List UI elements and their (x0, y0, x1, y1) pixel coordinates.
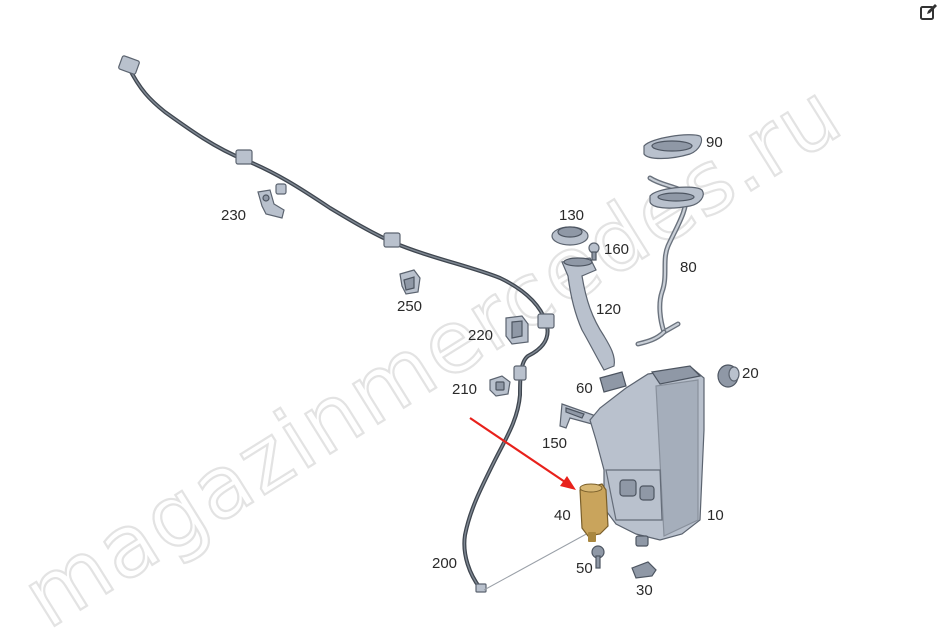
part-150-bracket[interactable] (559, 403, 597, 429)
part-120-filler-neck[interactable] (561, 257, 615, 371)
part-10-reservoir[interactable] (589, 365, 705, 547)
highlight-arrow (469, 417, 576, 490)
edit-icon-glyph (920, 4, 937, 20)
part-200-hose[interactable] (118, 55, 555, 593)
watermark-text: magazinmercedes.ru (6, 63, 859, 639)
part-30-plug[interactable] (631, 561, 657, 579)
callout-60[interactable]: 60 (576, 380, 593, 397)
callout-130[interactable]: 130 (559, 207, 584, 224)
part-90-seal[interactable] (643, 134, 703, 160)
callout-160[interactable]: 160 (604, 241, 629, 258)
part-60-grommet[interactable] (599, 371, 627, 393)
part-130-cap[interactable] (551, 226, 589, 246)
part-230-clip[interactable] (257, 189, 285, 219)
callout-10[interactable]: 10 (707, 507, 724, 524)
part-160-screw[interactable] (588, 242, 600, 261)
part-220-bracket[interactable] (505, 315, 529, 345)
callout-20[interactable]: 20 (742, 365, 759, 382)
callout-40[interactable]: 40 (554, 507, 571, 524)
part-50-screw[interactable] (591, 545, 605, 569)
callout-90[interactable]: 90 (706, 134, 723, 151)
callout-210[interactable]: 210 (452, 381, 477, 398)
callout-220[interactable]: 220 (468, 327, 493, 344)
callout-50[interactable]: 50 (576, 560, 593, 577)
callout-150[interactable]: 150 (542, 435, 567, 452)
part-250-clip[interactable] (399, 269, 421, 295)
part-80-pipe[interactable] (635, 175, 704, 347)
part-40-pump[interactable] (579, 483, 609, 542)
callout-80[interactable]: 80 (680, 259, 697, 276)
part-210-clip[interactable] (489, 375, 511, 397)
callout-200[interactable]: 200 (432, 555, 457, 572)
callout-230[interactable]: 230 (221, 207, 246, 224)
callout-120[interactable]: 120 (596, 301, 621, 318)
edit-icon[interactable] (919, 2, 939, 22)
callout-30[interactable]: 30 (636, 582, 653, 599)
leader-line-200 (483, 531, 591, 591)
callout-250[interactable]: 250 (397, 298, 422, 315)
part-20-grommet[interactable] (717, 364, 740, 388)
